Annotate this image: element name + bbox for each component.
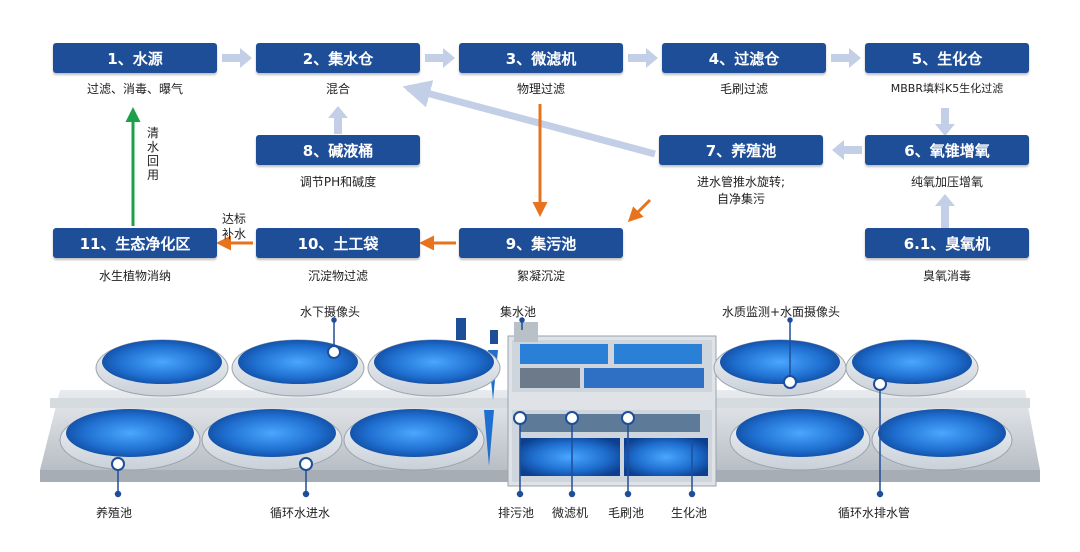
step-5-bio-tank: 5、生化仓 (865, 43, 1029, 73)
step-8-alkali-bucket: 8、碱液桶 (256, 135, 420, 165)
step-3-caption: 物理过滤 (516, 82, 565, 96)
step-5-caption: MBBR填料K5生化过滤 (890, 82, 1004, 95)
step-8-label: 8、碱液桶 (302, 141, 374, 160)
callout-sewage-pool: 排污池 (498, 506, 535, 520)
step-5-label: 5、生化仓 (911, 49, 983, 68)
step-2-label: 2、集水仓 (302, 49, 374, 68)
step-9-caption: 絮凝沉淀 (516, 269, 565, 283)
step-6-caption: 纯氧加压增氧 (910, 175, 983, 189)
step-10-label: 10、土工袋 (297, 234, 379, 253)
step-1-water-source: 1、水源 (53, 43, 217, 73)
step-4-label: 4、过滤仓 (708, 49, 780, 68)
step-7-caption-2: 自净集污 (716, 192, 765, 206)
step-11-caption: 水生植物消纳 (98, 269, 171, 283)
tank-row-front (59, 409, 1013, 471)
callout-underwater-camera: 水下摄像头 (300, 305, 361, 319)
callout-circ-inlet: 循环水进水 (270, 506, 331, 520)
step-2-collect-tank: 2、集水仓 (256, 43, 420, 73)
discharge-note-line2: 补水 (222, 227, 247, 241)
discharge-note-line1: 达标 (222, 212, 247, 226)
step-4-caption: 毛刷过滤 (719, 82, 768, 96)
step-1-label: 1、水源 (107, 49, 163, 68)
step-6-label: 6、氧锥增氧 (904, 141, 990, 160)
step-7-label: 7、养殖池 (705, 141, 777, 160)
flow-arrows-light (222, 48, 955, 228)
step-3-label: 3、微滤机 (505, 49, 577, 68)
step-1-caption: 过滤、消毒、曝气 (86, 82, 183, 96)
callout-brush-pool: 毛刷池 (608, 506, 645, 520)
step-7-caption: 进水管推水旋转; (696, 175, 786, 189)
step-11-eco-zone: 11、生态净化区 (53, 228, 217, 258)
facility-illustration (40, 317, 1040, 498)
callout-collect-pool: 集水池 (500, 305, 537, 319)
step-4-filter-tank: 4、过滤仓 (662, 43, 826, 73)
step-6-1-label: 6.1、臭氧机 (903, 234, 991, 253)
step-9-sewage-pool: 9、集污池 (459, 228, 623, 258)
callout-culture-pool: 养殖池 (96, 506, 133, 520)
step-8-caption: 调节PH和碱度 (299, 175, 377, 189)
callout-microfilter: 微滤机 (552, 506, 589, 520)
callout-bio-pool: 生化池 (671, 506, 708, 520)
step-9-label: 9、集污池 (505, 234, 577, 253)
step-6-1-ozone: 6.1、臭氧机 (865, 228, 1029, 258)
step-10-caption: 沉淀物过滤 (307, 269, 368, 283)
callout-water-monitor: 水质监测+水面摄像头 (722, 305, 841, 319)
step-10-geobag: 10、土工袋 (256, 228, 420, 258)
step-3-microfilter: 3、微滤机 (459, 43, 623, 73)
step-7-culture-pool: 7、养殖池 (659, 135, 823, 165)
reuse-note: 清水回用 (147, 126, 160, 182)
step-2-caption: 混合 (325, 82, 350, 96)
tank-row-back (95, 339, 979, 397)
callout-circ-drain: 循环水排水管 (838, 506, 911, 520)
step-6-1-caption: 臭氧消毒 (922, 269, 971, 283)
step-11-label: 11、生态净化区 (79, 234, 191, 253)
step-6-oxygen-cone: 6、氧锥增氧 (865, 135, 1029, 165)
